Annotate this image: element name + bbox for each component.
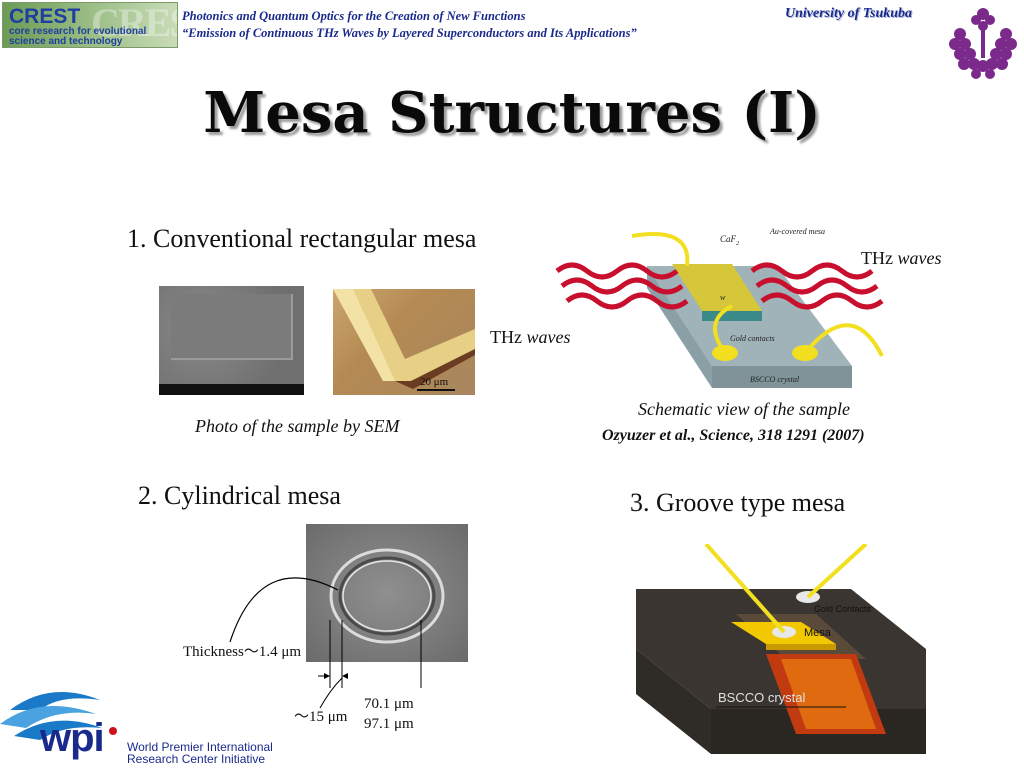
wpi-wordmark: wpi <box>40 716 105 760</box>
groove-gold-label: Gold Contacts <box>814 604 872 614</box>
diameter-outer-label: 97.1 μm <box>364 716 414 732</box>
caf2-label: CaF2 <box>720 234 739 247</box>
groove-mesa-label: Mesa <box>804 627 832 639</box>
crest-logo-subtitle: core research for evolutional science an… <box>9 26 177 47</box>
wpi-logo-icon <box>0 692 117 740</box>
au-mesa-label: Au-covered mesa <box>769 227 825 236</box>
header-project: “Emission of Continuous THz Waves by Lay… <box>182 26 637 40</box>
crest-logo-title: CREST <box>9 5 81 28</box>
thz-left-italic: waves <box>526 327 571 347</box>
thickness-label: Thickness～1.4 μm <box>183 644 302 660</box>
groove-mesa-diagram: Gold Contacts Mesa BSCCO crystal <box>636 544 926 760</box>
crest-subtitle-line2: science and technology <box>9 36 123 47</box>
wpi-line2: Research Center Initiative <box>127 752 266 766</box>
bscco-label: BSCCO crystal <box>750 375 800 384</box>
thz-right-text: THz <box>861 248 898 268</box>
schematic-diagram: CaF2 Au-covered mesa Gold contacts BSCCO… <box>555 227 884 388</box>
section2-heading: 2. Cylindrical mesa <box>138 481 341 510</box>
section3-heading: 3. Groove type mesa <box>630 488 846 517</box>
cylindrical-annotations <box>229 577 422 709</box>
header-program: Photonics and Quantum Optics for the Cre… <box>182 9 526 23</box>
diameter-inner-label: 70.1 μm <box>364 696 414 712</box>
thz-waves-label-left: THz waves <box>490 327 570 348</box>
wpi-text: World Premier International Research Cen… <box>127 741 273 765</box>
page-title: Mesa Structures (I) <box>203 80 821 146</box>
wpi-line1: World Premier International <box>127 740 273 754</box>
sem-caption: Photo of the sample by SEM <box>195 416 400 436</box>
section1-heading: 1. Conventional rectangular mesa <box>127 224 477 253</box>
cylindrical-mesa-photo <box>306 524 468 662</box>
thz-right-italic: waves <box>897 248 942 268</box>
sem-oblique-shape <box>333 289 475 389</box>
reference-citation: Ozyuzer et al., Science, 318 1291 (2007) <box>602 427 865 444</box>
sem-mesa-edge <box>171 294 293 360</box>
crest-subtitle-line1: core research for evolutional <box>9 26 147 37</box>
scale-bar <box>417 389 455 391</box>
sem-photo-top-view <box>159 286 304 395</box>
crest-logo: CREST CREST core research for evolutiona… <box>2 2 178 48</box>
university-name: University of Tsukuba <box>785 6 913 21</box>
tsukuba-crest-icon <box>949 8 1017 79</box>
thz-waves-label-right: THz waves <box>861 248 941 269</box>
thz-left-text: THz <box>490 327 527 347</box>
gap-label: ～15 μm <box>294 709 348 725</box>
gold-contacts-label: Gold contacts <box>730 334 775 343</box>
groove-bscco-label: BSCCO crystal <box>718 690 806 705</box>
scale-label: 20 μm <box>420 376 449 388</box>
cylindrical-ring-shape <box>329 548 445 644</box>
schematic-caption: Schematic view of the sample <box>638 399 850 419</box>
sem-info-bar <box>159 384 304 395</box>
sem-photo-oblique <box>333 289 475 395</box>
crest-logo-watermark: CREST <box>91 2 177 45</box>
width-label: w <box>720 293 726 302</box>
